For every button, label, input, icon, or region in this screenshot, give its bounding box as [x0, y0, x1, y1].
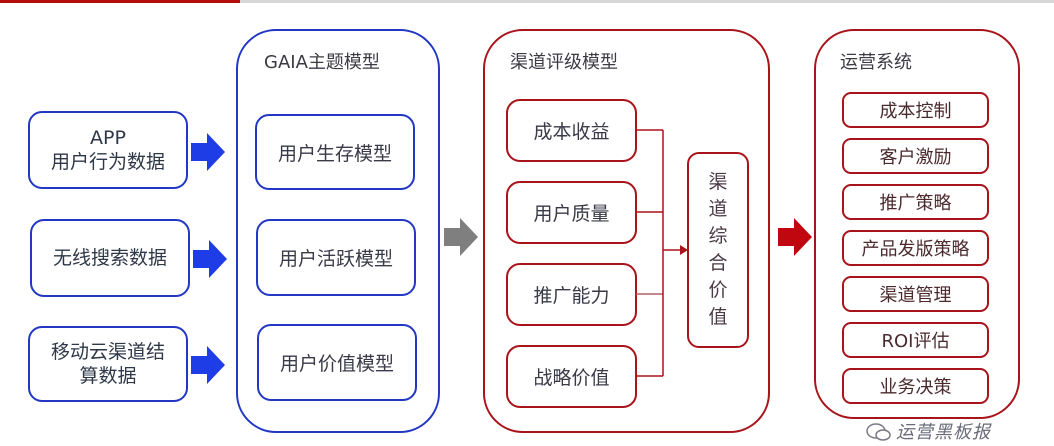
- source-wireless-label: 无线搜索数据: [52, 247, 167, 269]
- ops-item-label: 渠道管理: [879, 285, 952, 306]
- source-cloud-line1: 移动云渠道结: [50, 341, 165, 363]
- ops-item: 成本控制: [842, 92, 989, 128]
- channel-item-label: 成本收益: [533, 121, 610, 143]
- channel-item: 用户质量: [506, 181, 637, 244]
- arrow-right-icon: [778, 218, 812, 256]
- source-cloud-settlement: 移动云渠道结 算数据: [28, 326, 188, 402]
- ops-item: 产品发版策略: [842, 230, 989, 266]
- channel-item: 战略价值: [506, 345, 637, 408]
- ops-item-label: 成本控制: [879, 101, 952, 122]
- ops-item-label: 业务决策: [879, 377, 952, 398]
- channel-item-label: 推广能力: [533, 285, 610, 307]
- summary-char: 综: [708, 225, 728, 247]
- summary-char: 价: [708, 279, 728, 301]
- gaia-title: GAIA主题模型: [264, 52, 380, 73]
- connector-lines: [636, 129, 688, 377]
- arrow-right-icon: [191, 133, 225, 171]
- channel-item-label: 战略价值: [533, 367, 610, 389]
- arrow-right-icon: [444, 218, 478, 256]
- wechat-icon: [866, 423, 891, 441]
- gaia-item-label: 用户活跃模型: [278, 248, 393, 270]
- gaia-item-label: 用户生存模型: [277, 142, 392, 165]
- ops-system-group: [814, 29, 1020, 419]
- gaia-item: 用户活跃模型: [256, 219, 416, 296]
- arrow-right-icon: [193, 240, 227, 278]
- source-app-behavior: APP 用户行为数据: [28, 111, 188, 189]
- top-accent-bar: [0, 0, 240, 3]
- gaia-item-label: 用户价值模型: [279, 353, 394, 375]
- channel-item-label: 用户质量: [533, 203, 610, 225]
- ops-item: 推广策略: [842, 184, 989, 220]
- channel-summary-box: 渠 道 综 合 价 值: [687, 152, 749, 348]
- channel-item: 推广能力: [506, 263, 637, 326]
- source-cloud-line2: 算数据: [79, 365, 137, 387]
- source-app-sub: 用户行为数据: [50, 151, 165, 173]
- summary-char: 道: [708, 198, 728, 220]
- top-divider-bar: [240, 0, 1054, 3]
- ops-item-label: 产品发版策略: [861, 239, 970, 260]
- ops-item-label: 推广策略: [879, 193, 952, 214]
- gaia-item: 用户生存模型: [255, 114, 415, 190]
- summary-char: 值: [708, 306, 728, 328]
- source-app-label: APP: [90, 127, 126, 149]
- channel-item: 成本收益: [506, 99, 637, 162]
- ops-item: 业务决策: [842, 368, 989, 404]
- ops-item: ROI评估: [842, 322, 989, 358]
- watermark-text: 运营黑板报: [896, 422, 991, 443]
- summary-char: 合: [708, 252, 728, 274]
- ops-item-label: ROI评估: [881, 331, 950, 352]
- source-wireless-search: 无线搜索数据: [30, 219, 190, 297]
- ops-item-label: 客户激励: [879, 147, 952, 168]
- gaia-item: 用户价值模型: [257, 324, 417, 401]
- summary-char: 渠: [708, 171, 728, 193]
- ops-item: 客户激励: [842, 138, 989, 174]
- channel-title: 渠道评级模型: [510, 52, 618, 73]
- ops-title: 运营系统: [840, 52, 912, 73]
- ops-item: 渠道管理: [842, 276, 989, 312]
- arrow-right-icon: [191, 346, 225, 384]
